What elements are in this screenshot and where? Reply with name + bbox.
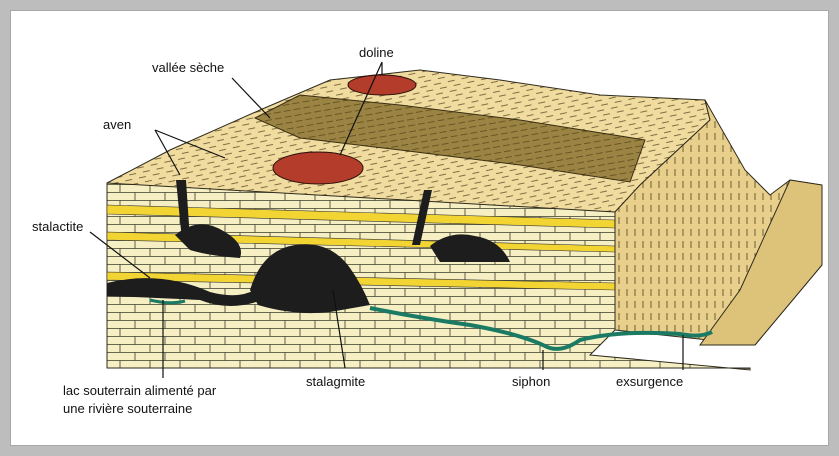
label-stalactite: stalactite — [32, 219, 83, 234]
leader-vallee — [232, 78, 270, 118]
label-exsurgence: exsurgence — [616, 374, 683, 389]
label-lac-line2: une rivière souterraine — [63, 401, 192, 416]
label-stalagmite: stalagmite — [306, 374, 365, 389]
label-siphon: siphon — [512, 374, 550, 389]
doline-large — [273, 152, 363, 184]
label-aven: aven — [103, 117, 131, 132]
label-vallee-seche: vallée sèche — [152, 60, 224, 75]
label-doline: doline — [359, 45, 394, 60]
doline-small — [348, 75, 416, 95]
label-lac-line1: lac souterrain alimenté par — [63, 383, 217, 398]
